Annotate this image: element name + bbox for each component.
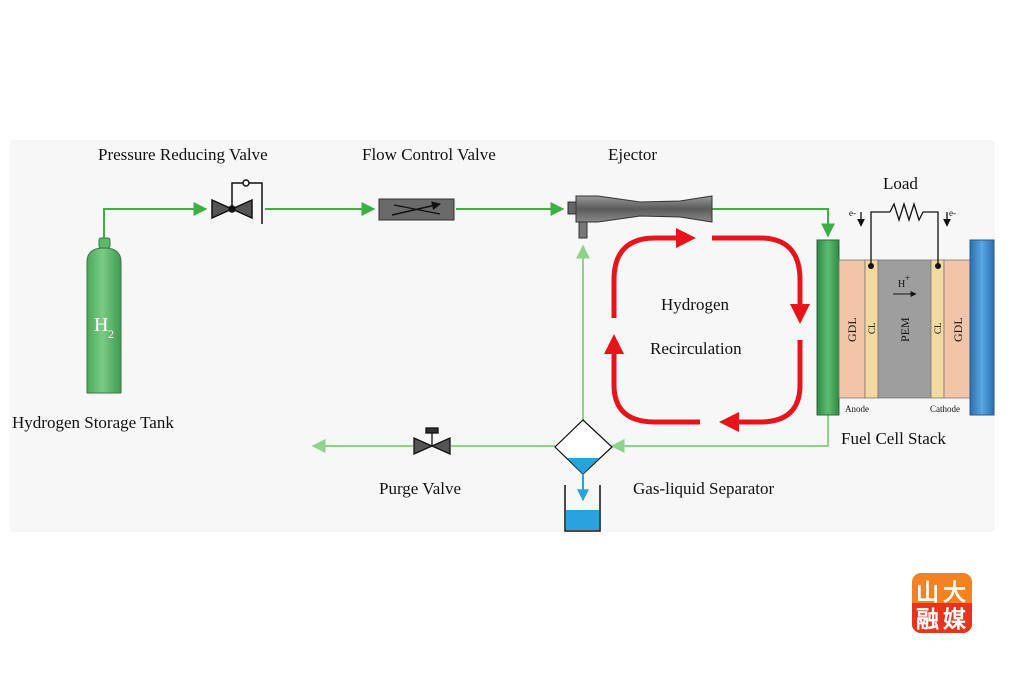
hydrogen-tank: H 2 — [86, 237, 122, 394]
gas-liquid-separator — [554, 419, 613, 532]
gas-liquid-separator-label: Gas-liquid Separator — [633, 479, 774, 498]
recirculation-label: Recirculation — [650, 339, 742, 358]
hydrogen-label: Hydrogen — [661, 295, 729, 314]
pressure-reducing-valve-label: Pressure Reducing Valve — [98, 145, 268, 164]
gdl-right-label: GDL — [951, 317, 965, 342]
anode-label: Anode — [845, 404, 869, 414]
load-label: Load — [883, 174, 918, 193]
electron-left-label: e- — [849, 208, 856, 218]
cl-right-label: CL — [933, 322, 943, 334]
ejector-label: Ejector — [608, 145, 657, 164]
pressure-reducing-valve — [211, 179, 263, 224]
logo-char-2: 大 — [943, 580, 966, 606]
electron-right-label: e- — [949, 208, 956, 218]
proton-charge: + — [905, 273, 910, 283]
load-circuit — [857, 201, 951, 266]
logo-char-4: 媒 — [943, 606, 967, 633]
tank-symbol: H — [94, 314, 108, 336]
hydrogen-storage-tank-label: Hydrogen Storage Tank — [12, 413, 174, 432]
purge-valve — [413, 427, 451, 456]
pem-label: PEM — [898, 317, 912, 342]
ejector — [567, 195, 713, 239]
gdl-left-label: GDL — [845, 317, 859, 342]
logo-char-3: 融 — [916, 607, 939, 633]
fuel-cell-stack — [816, 239, 995, 416]
proton-label: H — [898, 279, 905, 290]
fuel-cell-stack-label: Fuel Cell Stack — [841, 429, 946, 448]
purge-valve-label: Purge Valve — [379, 479, 461, 498]
recirculation-loop — [604, 228, 810, 432]
cl-left-label: CL — [867, 322, 877, 334]
flow-control-valve — [378, 198, 455, 221]
logo-char-1: 山 — [916, 580, 939, 606]
flow-control-valve-label: Flow Control Valve — [362, 145, 496, 164]
supply-line — [103, 202, 835, 242]
tank-subscript: 2 — [108, 327, 114, 341]
cathode-label: Cathode — [930, 404, 960, 414]
return-line — [311, 244, 829, 453]
media-logo: 山 大 融 媒 — [912, 573, 972, 633]
